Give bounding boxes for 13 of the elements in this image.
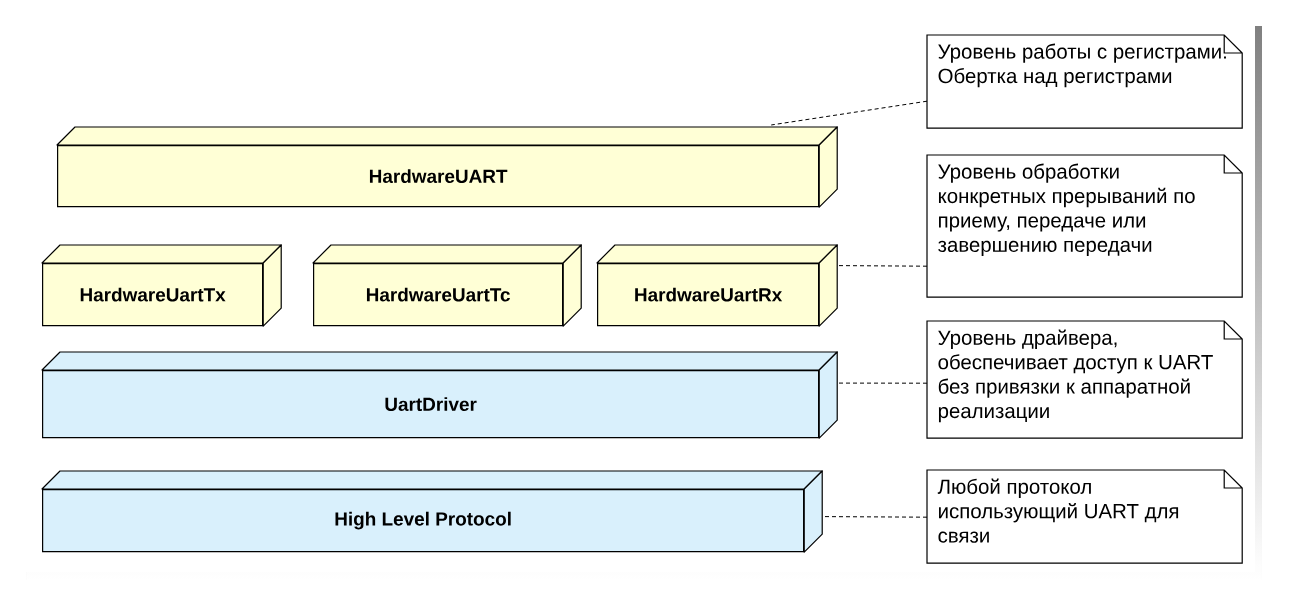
note-box: Любой протокол использующий UART для связи [926,469,1243,564]
note-box: Уровень обработки конкретных прерываний по приему, передаче или завершению передачи [926,154,1243,298]
node-box: UartDriver [41,351,838,439]
node-box: High Level Protocol [41,470,823,553]
node-box: HardwareUART [56,126,838,208]
note-box: Уровень драйвера, обеспечивает доступ к UART без привязки к аппаратной реализации [926,320,1243,439]
node-box: HardwareUartTx [41,244,282,327]
node-box: HardwareUartTc [312,244,582,327]
leader-line [770,100,928,126]
leader-line [836,265,928,267]
note-box: Уровень работы с регистрами. Обертка над регистрами [926,34,1243,129]
leader-line [836,382,928,384]
node-box: HardwareUartRx [596,244,838,327]
